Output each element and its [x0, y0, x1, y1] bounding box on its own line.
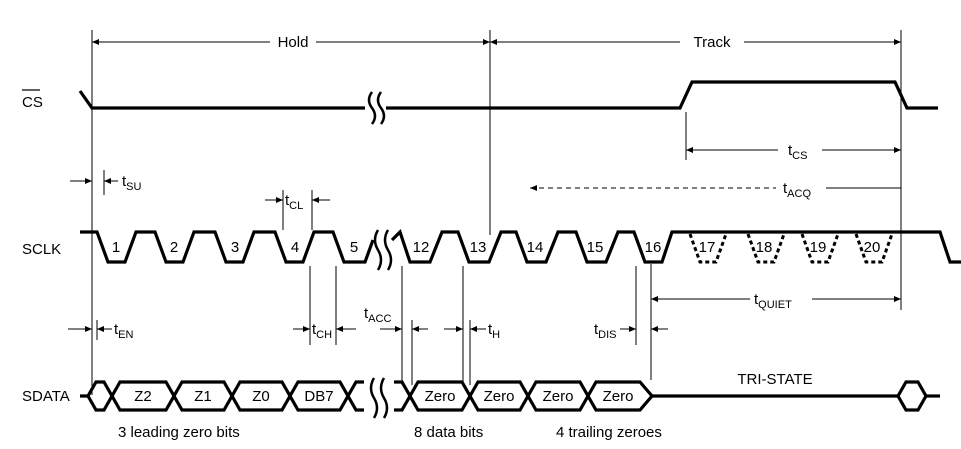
caption-data: 8 data bits — [414, 424, 483, 441]
sclk-dashed-pulses — [688, 233, 894, 264]
sclk-break-symbol — [373, 229, 393, 271]
sclk-row: SCLK 1 2 3 4 5 12 13 14 15 16 17 18 19 — [22, 229, 961, 271]
clock-number-15: 15 — [587, 239, 604, 256]
clock-number-20: 20 — [864, 239, 881, 256]
bit-z1: Z1 — [194, 388, 212, 405]
caption-leading: 3 leading zero bits — [118, 424, 240, 441]
caption-trailing: 4 trailing zeroes — [556, 424, 662, 441]
sdata-label: SDATA — [22, 388, 70, 405]
hold-label: Hold — [278, 34, 309, 51]
ten-label: tEN — [114, 321, 134, 341]
tsu-label: tSU — [122, 173, 142, 193]
tquiet-annotation: tQUIET — [650, 264, 901, 380]
captions: 3 leading zero bits 8 data bits 4 traili… — [118, 424, 662, 441]
clock-number-19: 19 — [810, 239, 827, 256]
bit-z0: Z0 — [252, 388, 270, 405]
tcl-label: tCL — [285, 192, 303, 212]
cs-row: CS — [22, 80, 938, 125]
bit-z2: Z2 — [134, 388, 152, 405]
tcs-label: tCS — [788, 142, 807, 162]
tquiet-label: tQUIET — [754, 291, 792, 311]
clock-number-12: 12 — [413, 239, 430, 256]
bit-db7: DB7 — [304, 388, 333, 405]
clock-numbers: 1 2 3 4 5 12 13 14 15 16 17 18 19 20 — [112, 239, 881, 256]
sdata-break-symbol — [369, 377, 389, 419]
tdis-label: tDIS — [594, 321, 617, 341]
clock-number-4: 4 — [291, 239, 299, 256]
clock-number-16: 16 — [645, 239, 662, 256]
tcs-annotation: tCS — [685, 112, 901, 162]
bit-zero-1: Zero — [425, 388, 456, 405]
clock-number-1: 1 — [112, 239, 120, 256]
cs-waveform-left — [78, 90, 365, 110]
clock-number-18: 18 — [756, 239, 773, 256]
tacq-label: tACQ — [783, 180, 811, 200]
sclk-label: SCLK — [22, 241, 61, 258]
cs-waveform-right — [386, 80, 938, 110]
tdis-annotation: tDIS — [594, 266, 668, 345]
th-annotation: tH — [411, 266, 500, 385]
clock-number-5: 5 — [350, 239, 358, 256]
clock-number-17: 17 — [699, 239, 716, 256]
tacc-annotation: tACC — [364, 266, 403, 385]
track-label: Track — [694, 34, 731, 51]
tacc-label: tACC — [364, 305, 391, 325]
bit-zero-2: Zero — [484, 388, 515, 405]
tsu-annotation: tSU — [70, 170, 142, 195]
clock-number-13: 13 — [470, 239, 487, 256]
phase-markers: Hold Track — [91, 30, 902, 395]
clock-number-2: 2 — [170, 239, 178, 256]
tch-label: tCH — [312, 321, 332, 341]
data-bit-labels: Z2 Z1 Z0 DB7 Zero Zero Zero Zero — [134, 388, 633, 405]
tch-annotation: tCH — [293, 266, 356, 345]
tacq-annotation: tACQ — [530, 180, 901, 200]
cs-break-symbol — [367, 91, 386, 125]
tristate-label: TRI-STATE — [737, 371, 812, 388]
tcl-annotation: tCL — [265, 190, 330, 230]
clock-number-14: 14 — [527, 239, 544, 256]
sclk-waveform-right — [390, 229, 961, 264]
sdata-row: SDATA Z2 Z1 Z0 — [22, 371, 940, 419]
th-label: tH — [488, 321, 500, 341]
clock-number-3: 3 — [231, 239, 239, 256]
bit-zero-4: Zero — [603, 388, 634, 405]
sdata-waveform — [80, 380, 940, 412]
cs-label: CS — [22, 94, 43, 111]
bit-zero-3: Zero — [543, 388, 574, 405]
sclk-waveform-left — [80, 230, 375, 264]
ten-annotation: tEN — [68, 320, 134, 341]
